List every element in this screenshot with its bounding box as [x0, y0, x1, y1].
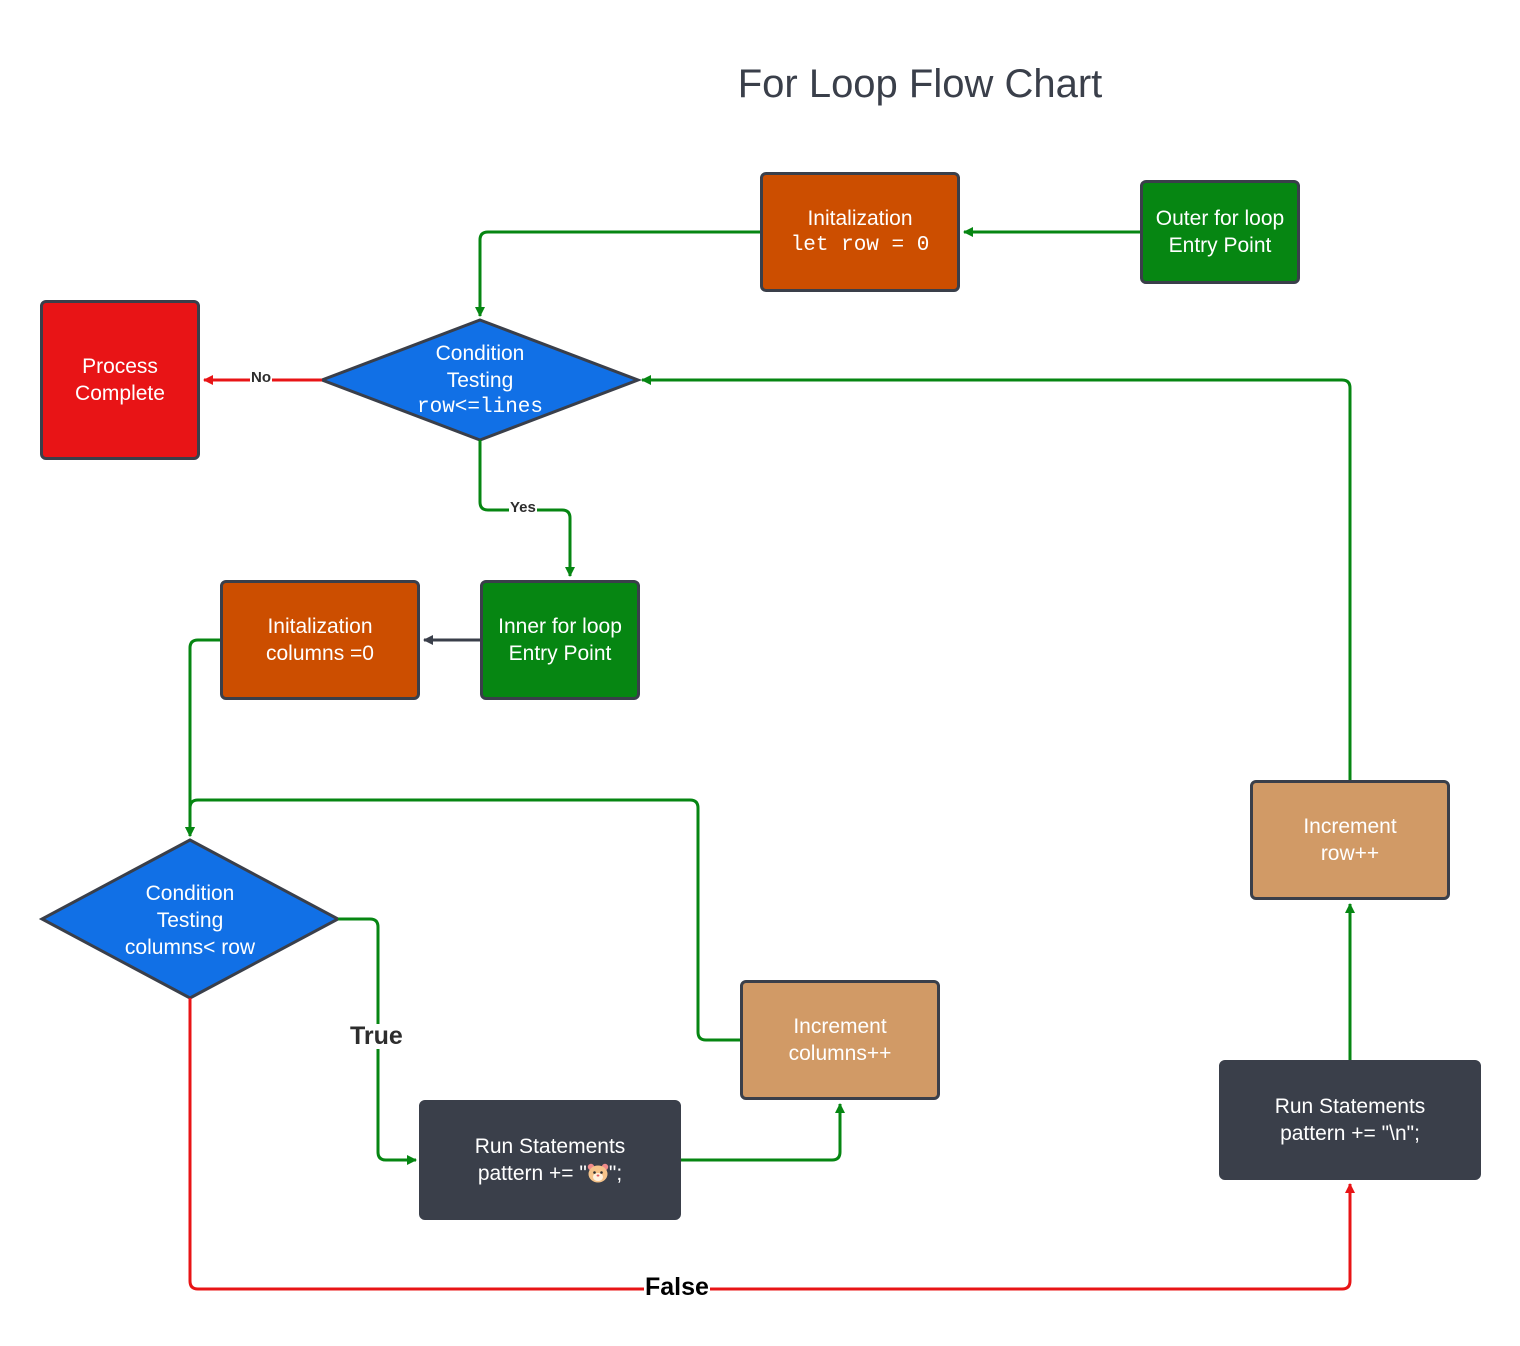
outer-entry-node: Outer for loop Entry Point	[1140, 180, 1300, 284]
increment-columns-line1: Increment	[793, 1015, 887, 1038]
condition-row-line2: Testing	[446, 368, 514, 392]
run-pattern-suffix: ";	[608, 1162, 623, 1185]
run-newline-line1: Run Statements	[1274, 1095, 1426, 1118]
init-row-line1: Initalization	[807, 207, 913, 230]
arrow-run-pattern-to-increment	[681, 1103, 845, 1162]
edge-label-yes: Yes	[509, 499, 537, 516]
process-complete-node: Process Complete	[40, 300, 200, 460]
arrow-init-to-condition-row	[475, 230, 760, 317]
increment-row-line2: row++	[1320, 842, 1380, 865]
condition-columns-node: Condition Testing columns< row	[80, 870, 300, 970]
edge-label-true: True	[349, 1022, 404, 1050]
run-pattern-node: Run Statements pattern += " ";	[419, 1100, 681, 1220]
inner-entry-line1: Inner for loop	[498, 615, 622, 638]
process-complete-line2: Complete	[75, 382, 165, 405]
inner-entry-line2: Entry Point	[508, 642, 612, 665]
condition-row-node: Condition Testing row<=lines	[360, 330, 600, 430]
run-newline-line2: pattern += "\n";	[1280, 1122, 1420, 1145]
condition-row-line1: Condition	[435, 341, 525, 365]
increment-columns-line2: columns++	[788, 1042, 892, 1065]
process-complete-line1: Process	[82, 355, 158, 378]
init-row-node: Initalization let row = 0	[760, 172, 960, 292]
run-newline-node: Run Statements pattern += "\n";	[1219, 1060, 1481, 1180]
run-pattern-line2: pattern += " ";	[478, 1160, 622, 1187]
init-columns-line2: columns =0	[266, 642, 374, 665]
init-columns-line1: Initalization	[267, 615, 373, 638]
condition-row-line3: row<=lines	[416, 395, 544, 419]
condition-columns-line2: Testing	[156, 908, 224, 932]
edge-label-false: False	[644, 1273, 710, 1301]
arrow-init-columns-to-condition	[185, 638, 220, 837]
arrow-condition-columns-false	[188, 998, 1355, 1291]
arrow-increment-row-loop	[641, 375, 1352, 780]
page-title: For Loop Flow Chart	[737, 62, 1103, 106]
outer-entry-line2: Entry Point	[1168, 234, 1272, 257]
init-row-line2: let row = 0	[790, 234, 930, 257]
increment-columns-node: Increment columns++	[740, 980, 940, 1100]
run-pattern-prefix: pattern += "	[477, 1162, 587, 1185]
outer-entry-line1: Outer for loop	[1155, 207, 1285, 230]
init-columns-node: Initalization columns =0	[220, 580, 420, 700]
increment-row-line1: Increment	[1303, 815, 1397, 838]
condition-columns-line1: Condition	[145, 881, 235, 905]
increment-row-node: Increment row++	[1250, 780, 1450, 900]
hamster-face-icon	[587, 1163, 609, 1183]
inner-entry-node: Inner for loop Entry Point	[480, 580, 640, 700]
run-pattern-line1: Run Statements	[474, 1135, 626, 1158]
edge-label-no: No	[250, 369, 272, 386]
condition-columns-line3: columns< row	[124, 935, 256, 959]
arrow-increment-columns-loop	[185, 798, 740, 1042]
